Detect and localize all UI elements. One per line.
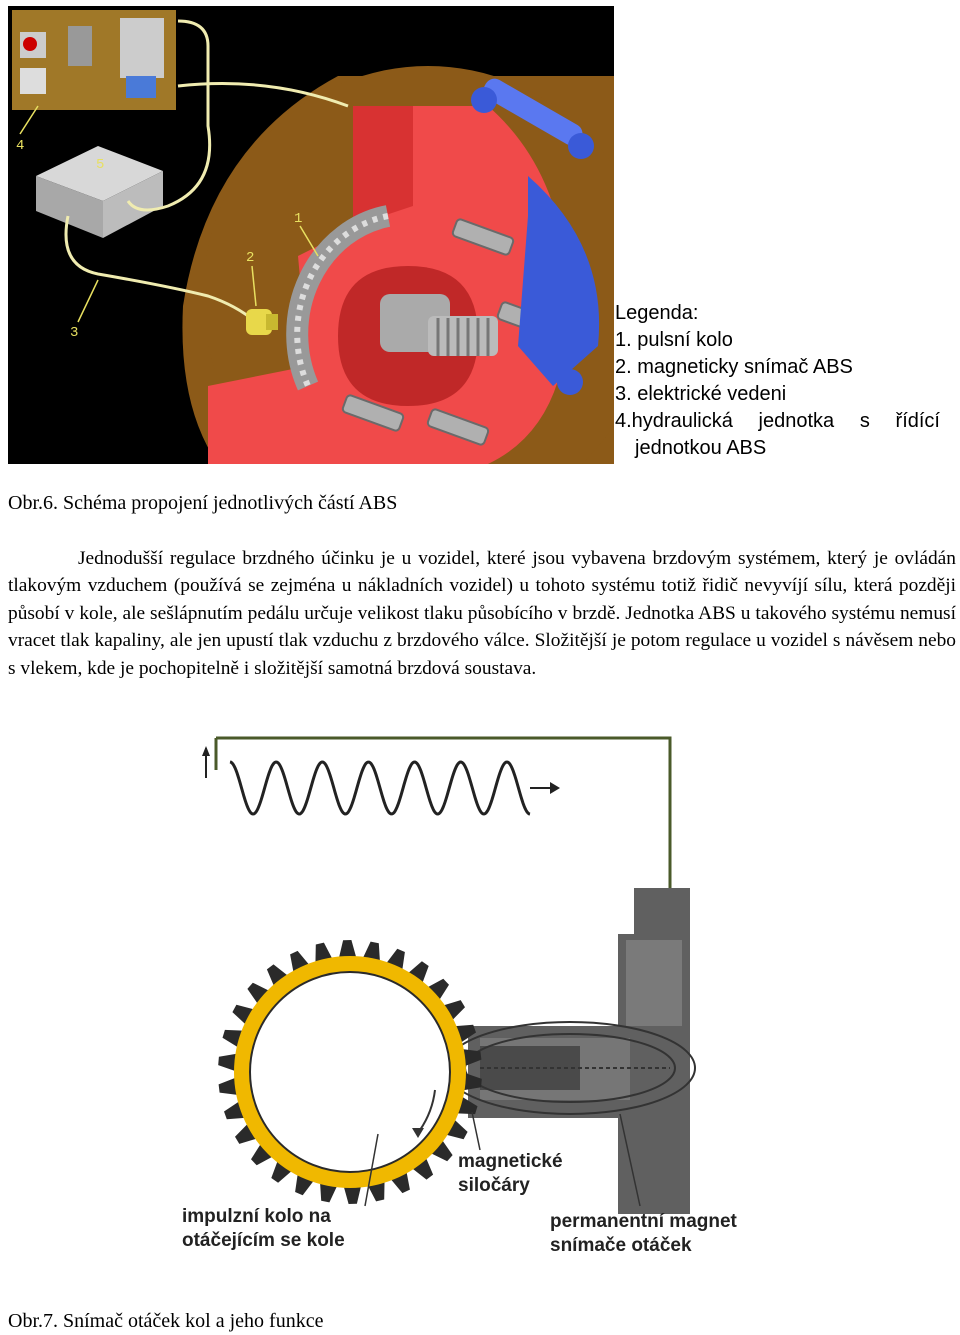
label-pulse-wheel: impulzní kolo na otáčejícím se kole [182,1205,345,1253]
leader-magnet [619,1113,641,1207]
label-line: snímače otáček [550,1235,692,1256]
legend-title: Legenda: [615,302,699,324]
axle-stud [380,294,498,356]
label-line: magnetické [458,1151,563,1172]
legend-item-4-word: jednotka [758,410,835,432]
abs-sensor [246,309,278,335]
electric-wires [64,19,349,326]
callout-1: 1 [294,211,302,227]
label-permanent-magnet: permanentní magnet snímače otáček [550,1210,737,1258]
leader-pulse-wheel [364,1133,379,1207]
label-line: impulzní kolo na [182,1206,331,1227]
legend-item-4-word: s [859,410,870,432]
figure-7-caption: Obr.7. Snímač otáček kol a jeho funkce [8,1310,324,1332]
legend-item-1: 1. pulsní kolo [615,329,733,351]
legend-item-4-continued: jednotkou ABS [635,437,767,459]
pulse-wheel-gear [218,940,482,1204]
brake-caliper [471,78,600,395]
callout-2: 2 [246,250,254,266]
legend-item-4-word: řídící [895,410,940,432]
signal-output-line [214,736,672,890]
label-field-lines: magnetické siločáry [458,1150,563,1198]
label-line: permanentní magnet [550,1211,737,1232]
pulse-wheel-ring [286,205,391,391]
callout-4: 4 [16,138,24,154]
legend-item-4: 4.hydraulická jednotka s řídící [615,408,940,435]
legend-item-2: 2. magneticky snímač ABS [615,356,853,378]
legend-item-3: 3. elektrické vedeni [615,383,787,405]
signal-direction-arrow [550,782,560,794]
figure-6-caption: Obr.6. Schéma propojení jednotlivých čás… [8,492,398,514]
sinusoidal-signal [229,760,531,816]
legend-item-4-word: 4.hydraulická [615,410,733,432]
speed-sensor-figure [202,736,696,1214]
legend: Legenda: 1. pulsní kolo 2. magneticky sn… [615,300,945,462]
body-paragraph: Jednodušší regulace brzdného účinku je u… [8,548,956,679]
callout-5: 5 [96,157,104,173]
leader-field-lines [471,1111,481,1151]
abs-schematic-figure: 1 2 3 4 5 [8,6,614,464]
label-line: siločáry [458,1175,530,1196]
label-line: otáčejícím se kole [182,1230,345,1251]
callout-3: 3 [70,325,78,341]
hydraulic-unit [12,10,176,110]
